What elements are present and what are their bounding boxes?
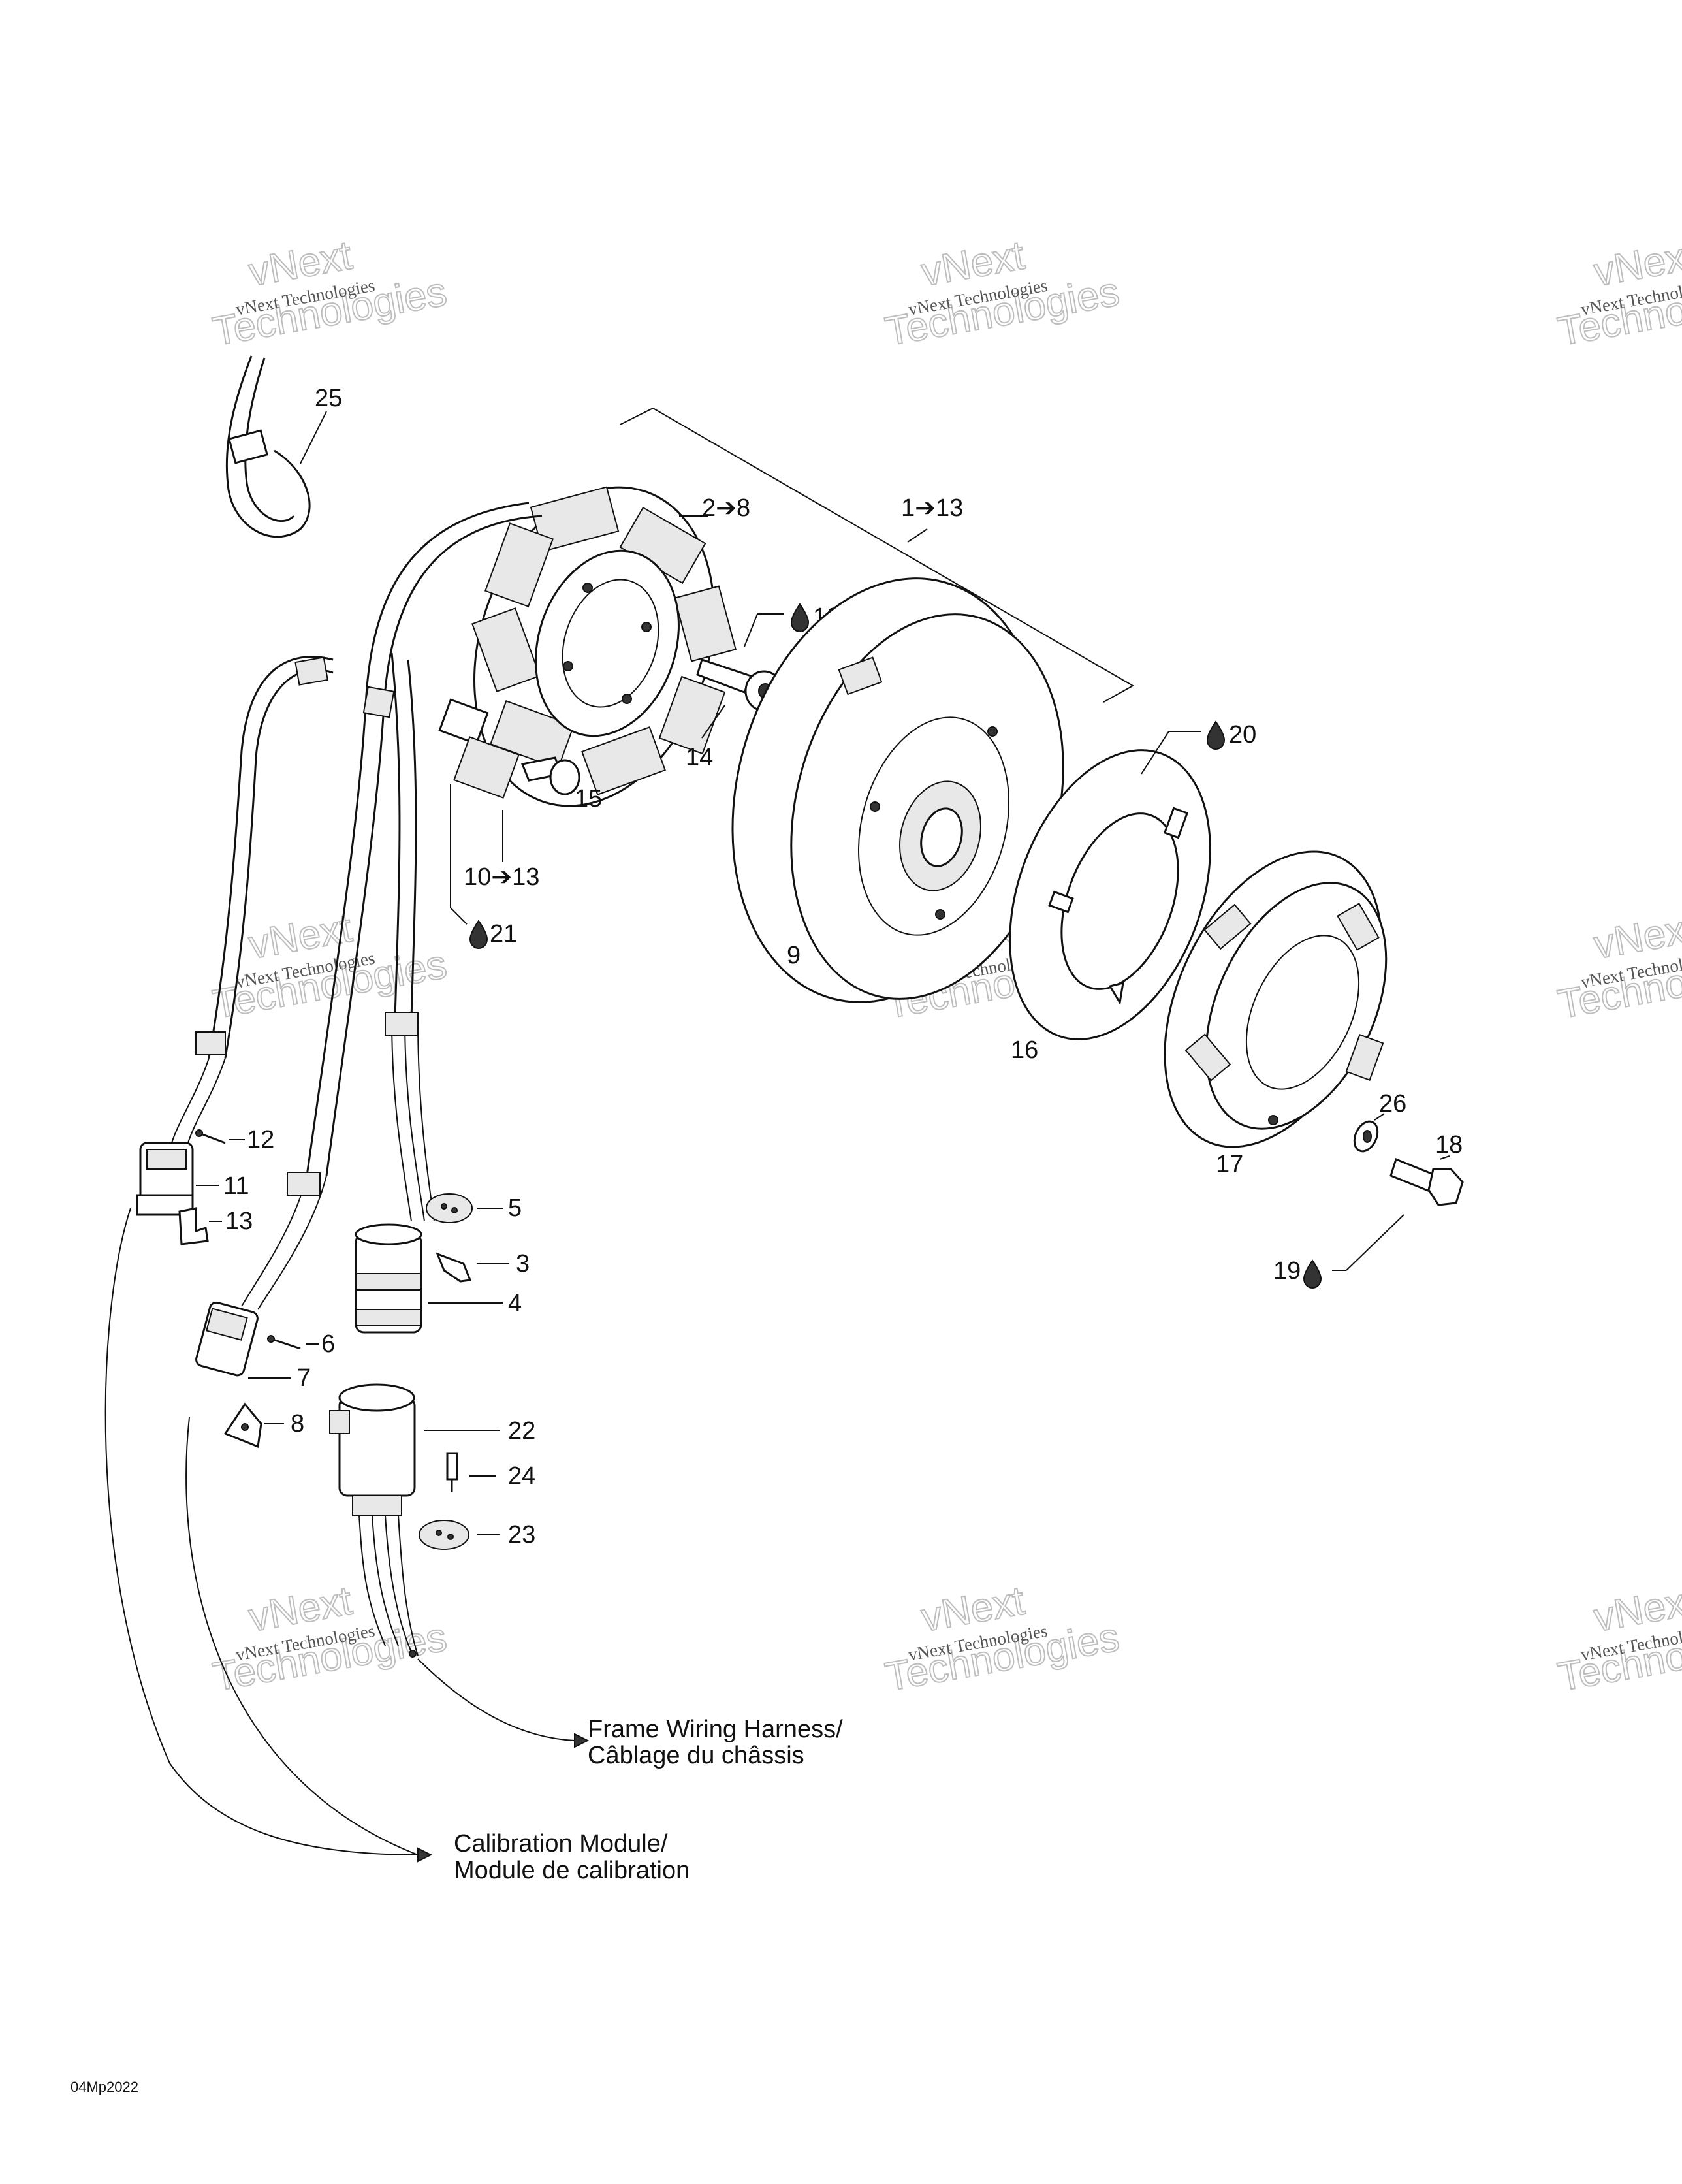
watermark: vNext Technologies vNext Technologies bbox=[1554, 1577, 1682, 1700]
figure-code: 04Mp2022 bbox=[71, 2079, 138, 2095]
calibration-module-wires bbox=[104, 1208, 433, 1863]
clip-part-13 bbox=[178, 1207, 209, 1245]
calibration-module-note-fr: Module de calibration bbox=[454, 1857, 690, 1884]
callout-11: 11 bbox=[223, 1172, 249, 1200]
connector-part-7 bbox=[195, 1301, 259, 1377]
watermark: vNext Technologies vNext Technologies bbox=[209, 1577, 451, 1700]
watermark: vNext Technologies vNext Technologies bbox=[881, 232, 1123, 355]
callout-8: 8 bbox=[291, 1410, 304, 1437]
callout-16: 16 bbox=[1011, 1036, 1038, 1064]
drop-icon bbox=[469, 920, 488, 950]
washer-part-26 bbox=[1353, 1113, 1385, 1153]
seal-plug-part-5 bbox=[426, 1193, 473, 1223]
callout-15: 15 bbox=[575, 785, 602, 812]
callout-17: 17 bbox=[1216, 1151, 1243, 1178]
pickup-coil-part-10-13 bbox=[438, 698, 520, 862]
callout-10-13: 10➔13 bbox=[464, 863, 539, 891]
stator-part-2-8 bbox=[471, 486, 737, 807]
watermark: vNext Technologies vNext Technologies bbox=[881, 1577, 1123, 1700]
calibration-module-note: Calibration Module/ bbox=[454, 1830, 668, 1857]
callout-24: 24 bbox=[508, 1462, 535, 1490]
callout-19-lower: 19 bbox=[1273, 1257, 1301, 1285]
clip-part-8 bbox=[223, 1402, 262, 1449]
callout-1-13: 1➔13 bbox=[901, 494, 963, 522]
callout-20: 20 bbox=[1229, 721, 1256, 748]
terminal-part-24 bbox=[446, 1452, 458, 1492]
callout-23: 23 bbox=[508, 1521, 535, 1549]
callout-5: 5 bbox=[508, 1195, 522, 1222]
drop-icon bbox=[1206, 720, 1226, 750]
starter-cup-part-17 bbox=[1164, 850, 1388, 1148]
drop-icon bbox=[1303, 1259, 1322, 1289]
callout-4: 4 bbox=[508, 1290, 522, 1317]
watermark: vNext Technologies vNext Technologies bbox=[209, 232, 451, 355]
callout-7: 7 bbox=[297, 1364, 311, 1392]
stator-coils bbox=[471, 486, 737, 795]
screw-part-15 bbox=[520, 756, 580, 795]
pin-part-12 bbox=[195, 1129, 226, 1144]
watermark: vNext Technologies vNext Technologies bbox=[1554, 905, 1682, 1027]
callout-6: 6 bbox=[321, 1330, 335, 1358]
seal-plug-part-23 bbox=[419, 1520, 469, 1550]
watermark: vNext Technologies vNext Technologies bbox=[1554, 232, 1682, 355]
callout-2-8: 2➔8 bbox=[702, 494, 750, 522]
wiring-harness bbox=[169, 502, 543, 1310]
callout-25: 25 bbox=[315, 385, 342, 412]
frame-wiring-harness-note: Frame Wiring Harness/ bbox=[588, 1716, 843, 1743]
pin-part-6 bbox=[267, 1335, 301, 1350]
terminal-part-3 bbox=[436, 1252, 472, 1283]
cable-tie-part-25 bbox=[225, 355, 327, 538]
callout-18: 18 bbox=[1435, 1131, 1463, 1159]
callout-21: 21 bbox=[490, 920, 517, 948]
assembly-bracket-1-13 bbox=[620, 407, 1135, 703]
callout-9: 9 bbox=[787, 942, 801, 969]
frame-wiring-harness-note-fr: Câblage du châssis bbox=[588, 1742, 804, 1769]
callout-14: 14 bbox=[686, 744, 713, 771]
callout-26: 26 bbox=[1379, 1090, 1406, 1117]
drop-icon bbox=[790, 603, 810, 633]
bolt-part-18 bbox=[1389, 1155, 1464, 1206]
callout-13: 13 bbox=[225, 1208, 253, 1235]
connector-part-11 bbox=[136, 1142, 194, 1216]
connector-housing-part-4 bbox=[355, 1223, 422, 1334]
callout-12: 12 bbox=[247, 1126, 274, 1153]
frame-harness-wires bbox=[358, 1515, 590, 1748]
callout-3: 3 bbox=[516, 1250, 530, 1277]
callout-22: 22 bbox=[508, 1417, 535, 1445]
trigger-ring-part-16 bbox=[1009, 749, 1211, 1040]
connector-housing-part-22 bbox=[329, 1383, 416, 1516]
flywheel-part-9 bbox=[731, 577, 1064, 1003]
